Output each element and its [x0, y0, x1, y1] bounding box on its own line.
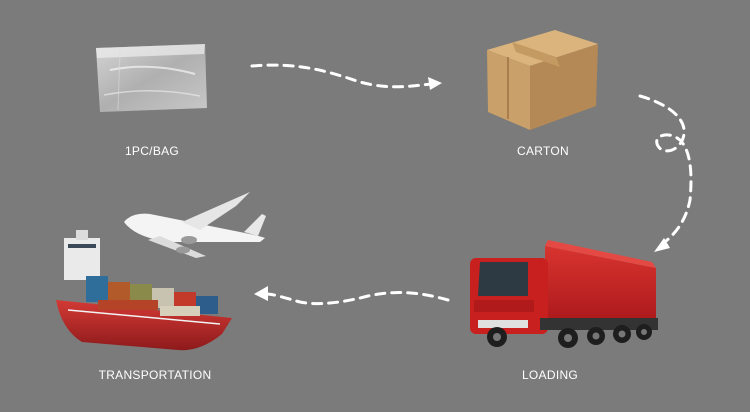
arrow-loading-to-transportation	[254, 286, 450, 306]
container-ship-icon	[56, 230, 232, 351]
step-label-transportation: TRANSPORTATION	[98, 368, 212, 382]
step-label-loading: LOADING	[521, 368, 579, 382]
step-label-bag: 1PC/BAG	[124, 144, 180, 158]
cardboard-box-icon	[487, 30, 598, 130]
plastic-bag-icon	[96, 44, 207, 112]
cargo-truck-icon	[470, 240, 658, 348]
arrow-bag-to-carton	[250, 63, 442, 90]
step-label-carton: CARTON	[516, 144, 570, 158]
arrow-carton-to-loading	[638, 94, 693, 252]
airplane-icon	[124, 192, 266, 258]
